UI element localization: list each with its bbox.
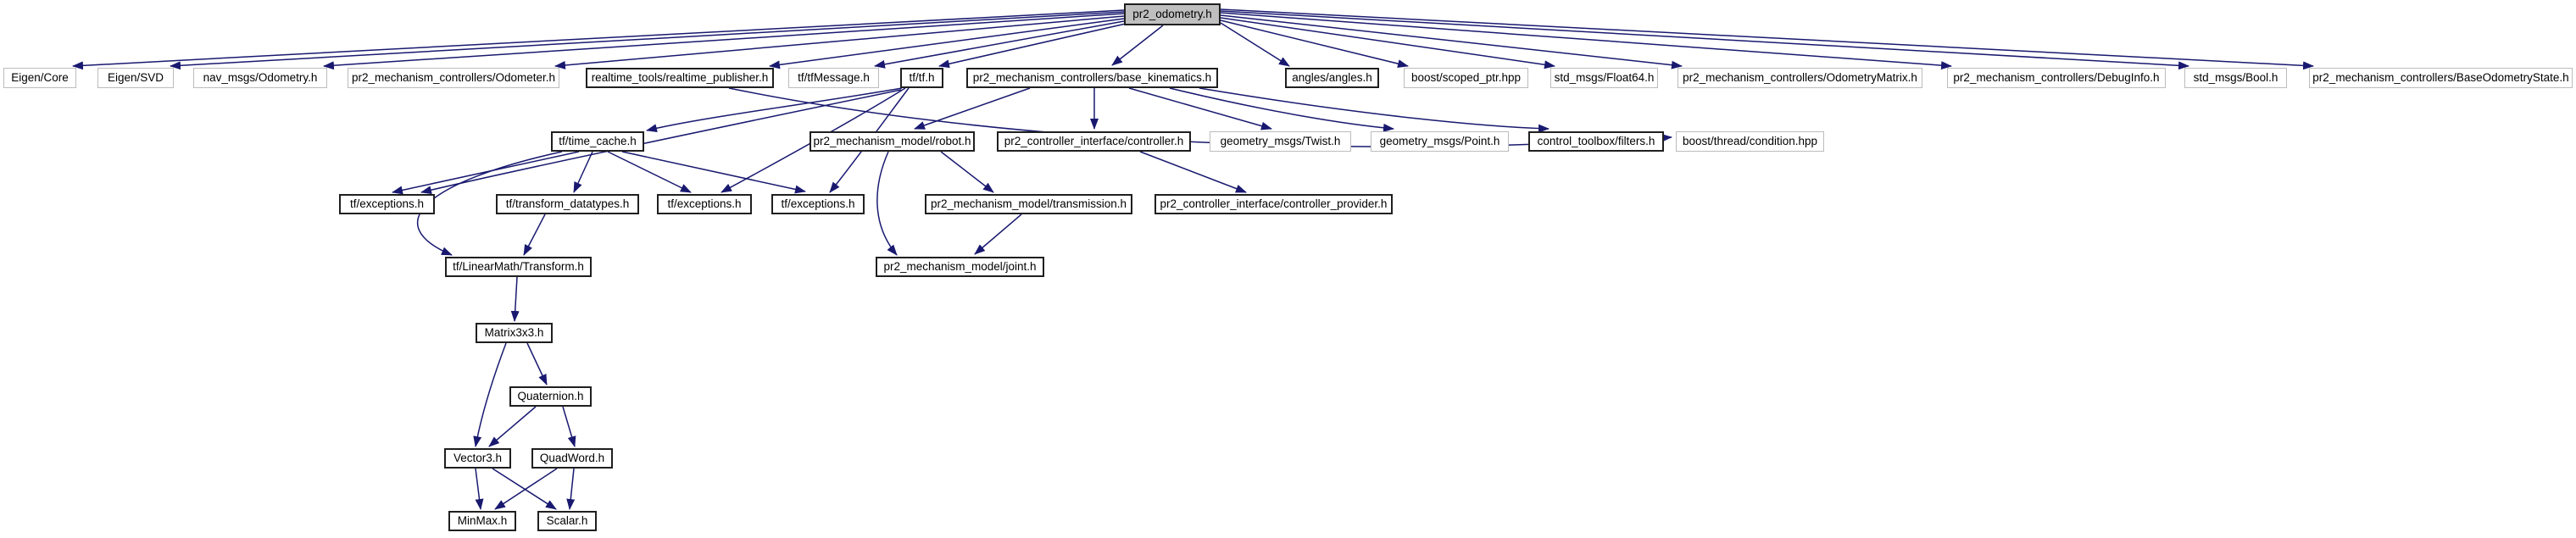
edge-transform-to-matrix <box>510 276 520 322</box>
graph-node-controller[interactable]: pr2_controller_interface/controller.h <box>997 131 1191 152</box>
edge-root-to-rt_pub <box>769 18 1125 69</box>
edge-timecache-to-exc1 <box>392 151 580 195</box>
edge-vec3-to-scalar <box>492 468 557 510</box>
graph-node-condition: boost/thread/condition.hpp <box>1676 131 1824 152</box>
graph-node-bool: std_msgs/Bool.h <box>2184 68 2287 88</box>
edge-quat-to-quadword <box>562 406 576 447</box>
graph-node-matrix[interactable]: Matrix3x3.h <box>476 323 553 343</box>
edge-robot-to-joint <box>876 151 898 256</box>
graph-node-f64: std_msgs/Float64.h <box>1550 68 1658 88</box>
graph-node-timecache[interactable]: tf/time_cache.h <box>551 131 644 152</box>
graph-node-tfmsg: tf/tfMessage.h <box>788 68 879 88</box>
graph-node-tf[interactable]: tf/tf.h <box>900 68 943 88</box>
edge-robot-to-transmission <box>940 151 994 193</box>
graph-node-exc3[interactable]: tf/exceptions.h <box>771 194 865 214</box>
edge-controller-to-provider <box>1139 151 1247 193</box>
edge-quat-to-vec3 <box>488 406 537 447</box>
graph-node-eigen_core: Eigen/Core <box>3 68 76 88</box>
edge-root-to-baseodostate <box>1220 8 2314 70</box>
edge-quadword-to-scalar <box>566 468 576 510</box>
graph-node-rt_pub[interactable]: realtime_tools/realtime_publisher.h <box>586 68 774 88</box>
graph-node-minmax[interactable]: MinMax.h <box>448 511 516 531</box>
graph-node-quadword[interactable]: QuadWord.h <box>531 448 613 469</box>
graph-node-odometer: pr2_mechanism_controllers/Odometer.h <box>348 68 559 88</box>
edge-datatypes-to-transform <box>523 214 546 256</box>
edge-quadword-to-minmax <box>494 468 558 510</box>
edge-timecache-to-exc3 <box>621 151 806 194</box>
edge-root-to-odometer <box>554 15 1125 69</box>
graph-node-joint[interactable]: pr2_mechanism_model/joint.h <box>876 257 1044 277</box>
edge-timecache-to-exc2 <box>607 151 692 193</box>
edge-tf-to-timecache <box>646 87 903 133</box>
graph-node-basekin[interactable]: pr2_mechanism_controllers/base_kinematic… <box>966 68 1218 88</box>
edge-root-to-eigen_svd <box>170 11 1125 70</box>
edge-basekin-to-point <box>1169 87 1394 132</box>
edge-vec3-to-minmax <box>475 468 484 510</box>
edge-basekin-to-twist <box>1128 87 1272 130</box>
edge-matrix-to-vec3 <box>473 342 507 447</box>
edge-root-to-eigen_core <box>72 9 1125 70</box>
graph-node-angles[interactable]: angles/angles.h <box>1285 68 1379 88</box>
graph-node-filters[interactable]: control_toolbox/filters.h <box>1528 131 1664 152</box>
edge-root-to-debug <box>1220 12 1952 70</box>
edge-root-to-f64 <box>1220 17 1555 69</box>
edge-basekin-to-robot <box>914 87 1031 130</box>
edge-timecache-to-datatypes <box>573 151 593 193</box>
edge-root-to-angles <box>1220 22 1290 67</box>
edge-matrix-to-quat <box>526 342 548 385</box>
edge-basekin-to-filters <box>1199 87 1549 133</box>
edge-root-to-odmat <box>1220 14 1683 69</box>
graph-node-exc2[interactable]: tf/exceptions.h <box>657 194 752 214</box>
edge-root-to-tfmsg <box>874 20 1125 69</box>
graph-node-point: geometry_msgs/Point.h <box>1371 131 1509 152</box>
graph-node-twist: geometry_msgs/Twist.h <box>1210 131 1351 152</box>
graph-node-nav_odom: nav_msgs/Odometry.h <box>193 68 327 88</box>
edge-root-to-tf <box>938 23 1127 69</box>
graph-node-robot[interactable]: pr2_mechanism_model/robot.h <box>810 131 975 152</box>
graph-node-datatypes[interactable]: tf/transform_datatypes.h <box>496 194 639 214</box>
graph-node-scalar[interactable]: Scalar.h <box>537 511 597 531</box>
graph-node-scoped: boost/scoped_ptr.hpp <box>1404 68 1528 88</box>
graph-node-quat[interactable]: Quaternion.h <box>509 386 592 407</box>
graph-node-baseodostate: pr2_mechanism_controllers/BaseOdometrySt… <box>2309 68 2573 88</box>
edge-root-to-nav_odom <box>323 13 1125 70</box>
graph-node-debug: pr2_mechanism_controllers/DebugInfo.h <box>1947 68 2166 88</box>
graph-node-vec3[interactable]: Vector3.h <box>444 448 511 469</box>
graph-node-eigen_svd: Eigen/SVD <box>97 68 174 88</box>
edge-root-to-scoped <box>1220 19 1409 69</box>
graph-node-root: pr2_odometry.h <box>1124 3 1221 25</box>
edge-root-to-bool <box>1220 10 2189 70</box>
graph-node-odmat: pr2_mechanism_controllers/OdometryMatrix… <box>1677 68 1922 88</box>
graph-node-transform[interactable]: tf/LinearMath/Transform.h <box>445 257 592 277</box>
edge-transmission-to-joint <box>974 214 1022 255</box>
graph-node-transmission[interactable]: pr2_mechanism_model/transmission.h <box>925 194 1132 214</box>
graph-node-provider[interactable]: pr2_controller_interface/controller_prov… <box>1154 194 1393 214</box>
graph-node-exc1[interactable]: tf/exceptions.h <box>339 194 435 214</box>
edge-root-to-basekin <box>1111 25 1164 66</box>
